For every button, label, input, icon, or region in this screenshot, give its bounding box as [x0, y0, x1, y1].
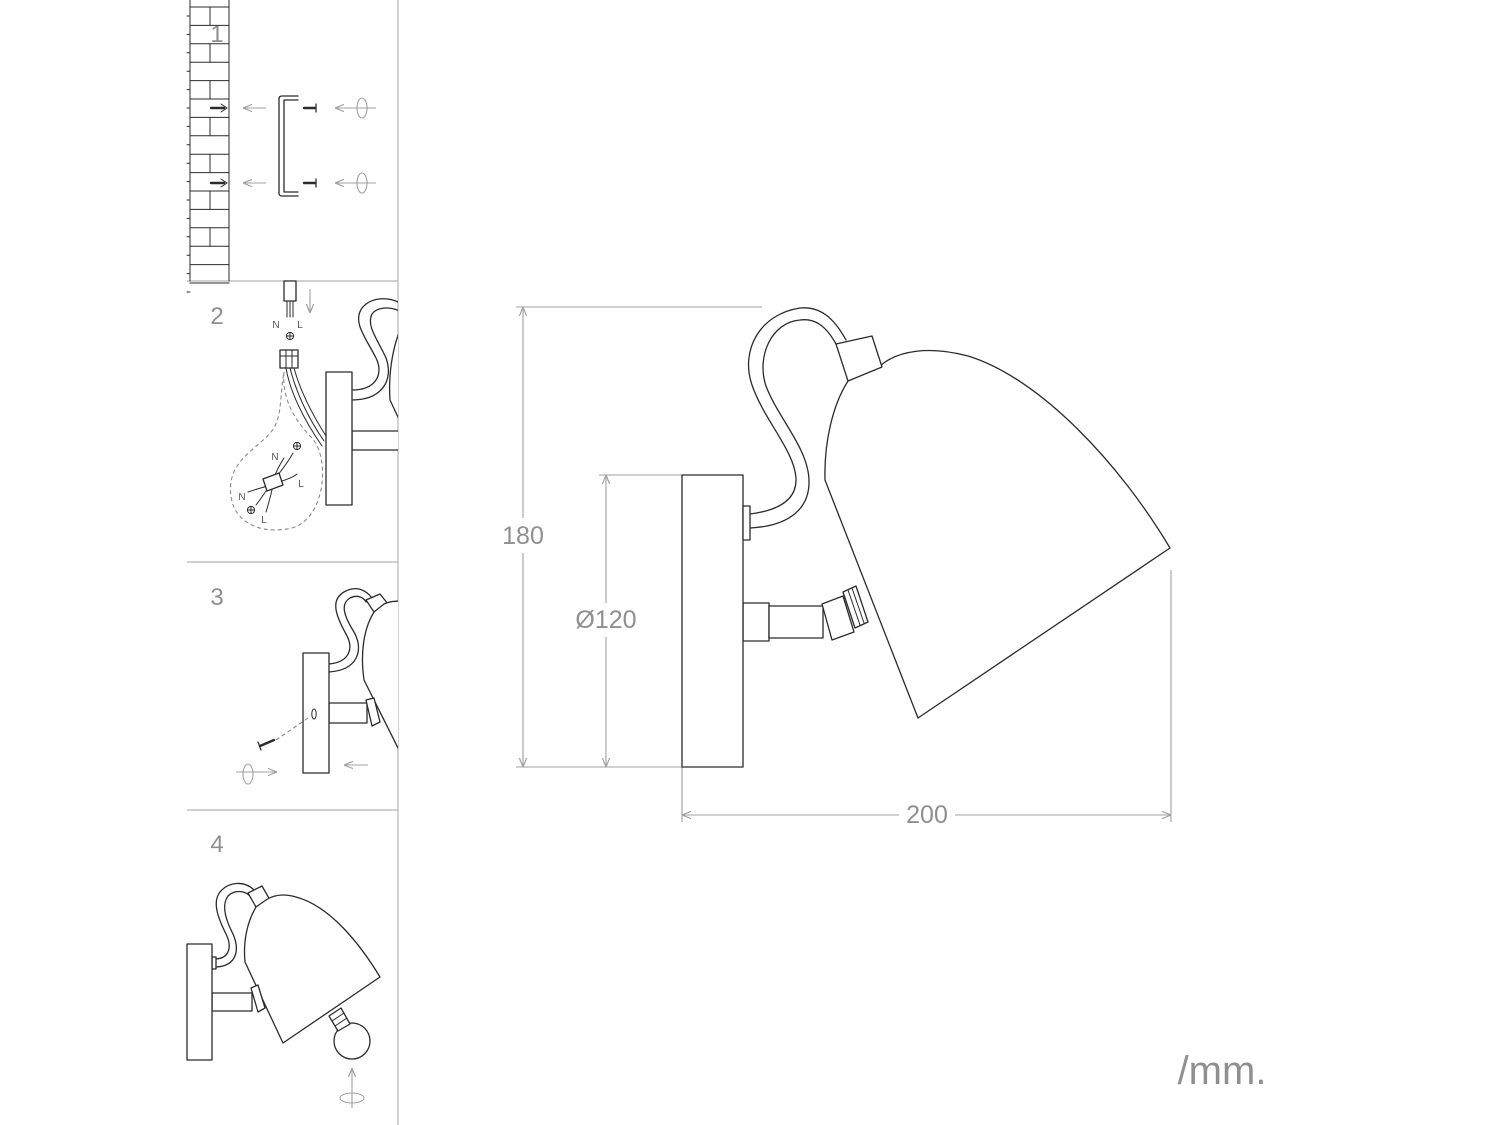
mounting-bracket-icon — [278, 95, 299, 197]
wiring-detail-callout — [229, 371, 324, 531]
lamp-arm — [215, 890, 251, 968]
inset-label-neutral-bottom: N — [238, 492, 245, 503]
lamp-arm-inner — [749, 319, 837, 529]
screw-guide-line — [275, 715, 312, 741]
lamp-joint — [821, 595, 855, 641]
screw-icon — [302, 103, 317, 188]
screw-head — [257, 741, 262, 751]
lamp-socket-cap — [835, 335, 883, 382]
cable-label-live: L — [297, 320, 303, 331]
rotate-loop-bottom — [356, 172, 368, 194]
lamp-shade — [824, 349, 1171, 719]
wall-lamp-icon — [302, 588, 398, 774]
wall-plug-top-tip — [220, 103, 228, 113]
lamp-nut — [250, 984, 266, 1013]
inset-label-live-top: L — [298, 479, 304, 490]
terminal-slots — [279, 349, 299, 369]
wall-plug-icon — [209, 103, 228, 188]
wall-plug-bottom-tip — [220, 178, 228, 188]
steps-column-frame — [187, 0, 399, 1125]
base-diameter-label: Ø120 — [575, 606, 636, 634]
ground-icon — [246, 505, 256, 515]
rotate-loop-top — [356, 97, 368, 119]
ground-icon — [285, 331, 295, 341]
lamp-base — [325, 371, 353, 506]
rotate-screwdriver-icon — [335, 97, 376, 194]
lamp-arm — [328, 595, 367, 673]
lamp-arm-knob — [742, 505, 751, 541]
lamp-shade — [361, 600, 398, 750]
wire-to-lamp — [289, 367, 325, 442]
rotate-loop — [242, 763, 254, 785]
lamp-shade — [243, 894, 381, 1044]
rotate-screwdriver-icon — [236, 763, 277, 785]
lamp-base — [681, 474, 744, 768]
step-number-4: 4 — [210, 831, 223, 858]
lamp-stem — [768, 605, 824, 639]
bracket-inner — [283, 99, 299, 193]
lamp-nut — [365, 697, 381, 727]
ground-cross — [293, 442, 301, 450]
screw-shaft — [258, 738, 276, 748]
ground-ring — [246, 505, 256, 515]
unit-label: /mm. — [1178, 1049, 1267, 1093]
screw-icon — [257, 738, 276, 751]
main-lamp-drawing: 180 Ø120 200 — [502, 306, 1172, 829]
lamp-stem — [211, 992, 253, 1012]
step-number-3: 3 — [210, 584, 223, 611]
base-screw-slot — [311, 708, 317, 720]
supply-cable — [283, 280, 297, 318]
bulb-threads — [331, 1012, 348, 1027]
step-number-1: 1 — [210, 21, 223, 48]
lamp-stem-collar — [742, 602, 770, 642]
wire-to-lamp — [293, 367, 327, 437]
wall-lamp-icon — [186, 882, 381, 1061]
step-3-panel: 3 — [210, 584, 398, 785]
step-2-panel: 2 N L N L — [210, 280, 398, 531]
inset-label-live-bottom: L — [261, 515, 267, 526]
rotate-loop — [339, 1092, 365, 1104]
wire-connector-icon — [247, 452, 298, 513]
brick-wall-icon — [186, 0, 230, 293]
ground-icon — [292, 441, 302, 451]
depth-dimension-label: 200 — [906, 801, 948, 829]
ground-cross — [247, 506, 255, 514]
light-bulb-icon — [328, 1007, 371, 1060]
height-dimension-label: 180 — [502, 522, 544, 550]
bracket-outer — [278, 95, 299, 197]
lamp-arm — [215, 882, 255, 960]
ground-ring — [292, 441, 302, 451]
lamp-base — [186, 943, 213, 1061]
step-1-panel: 1 — [186, 0, 376, 293]
terminal-block-icon — [279, 349, 299, 369]
wall-lamp-icon — [325, 298, 398, 506]
lamp-nut-facets — [847, 587, 865, 626]
lamp-stem — [328, 702, 368, 724]
cable-label-neutral: N — [272, 320, 279, 331]
rotate-screwdriver-icon — [339, 1068, 365, 1108]
wall-lamp-icon — [681, 307, 1171, 768]
lamp-stem — [351, 430, 398, 451]
step-number-2: 2 — [210, 303, 223, 330]
lamp-arm — [351, 298, 398, 391]
connector-wire — [265, 489, 273, 513]
lamp-arm-outer — [747, 307, 847, 515]
ground-ring — [285, 331, 295, 341]
lamp-shade — [388, 333, 398, 419]
bulb-globe — [333, 1022, 371, 1060]
terminal-body — [279, 349, 299, 369]
lamp-arm — [351, 307, 398, 401]
ground-cross — [286, 332, 294, 340]
inset-label-neutral-top: N — [271, 452, 278, 463]
wire-to-lamp — [285, 367, 323, 447]
lamp-arm — [328, 588, 373, 665]
cable-sheath — [283, 280, 297, 302]
connector-body — [262, 472, 284, 492]
step-4-panel: 4 — [186, 831, 381, 1108]
